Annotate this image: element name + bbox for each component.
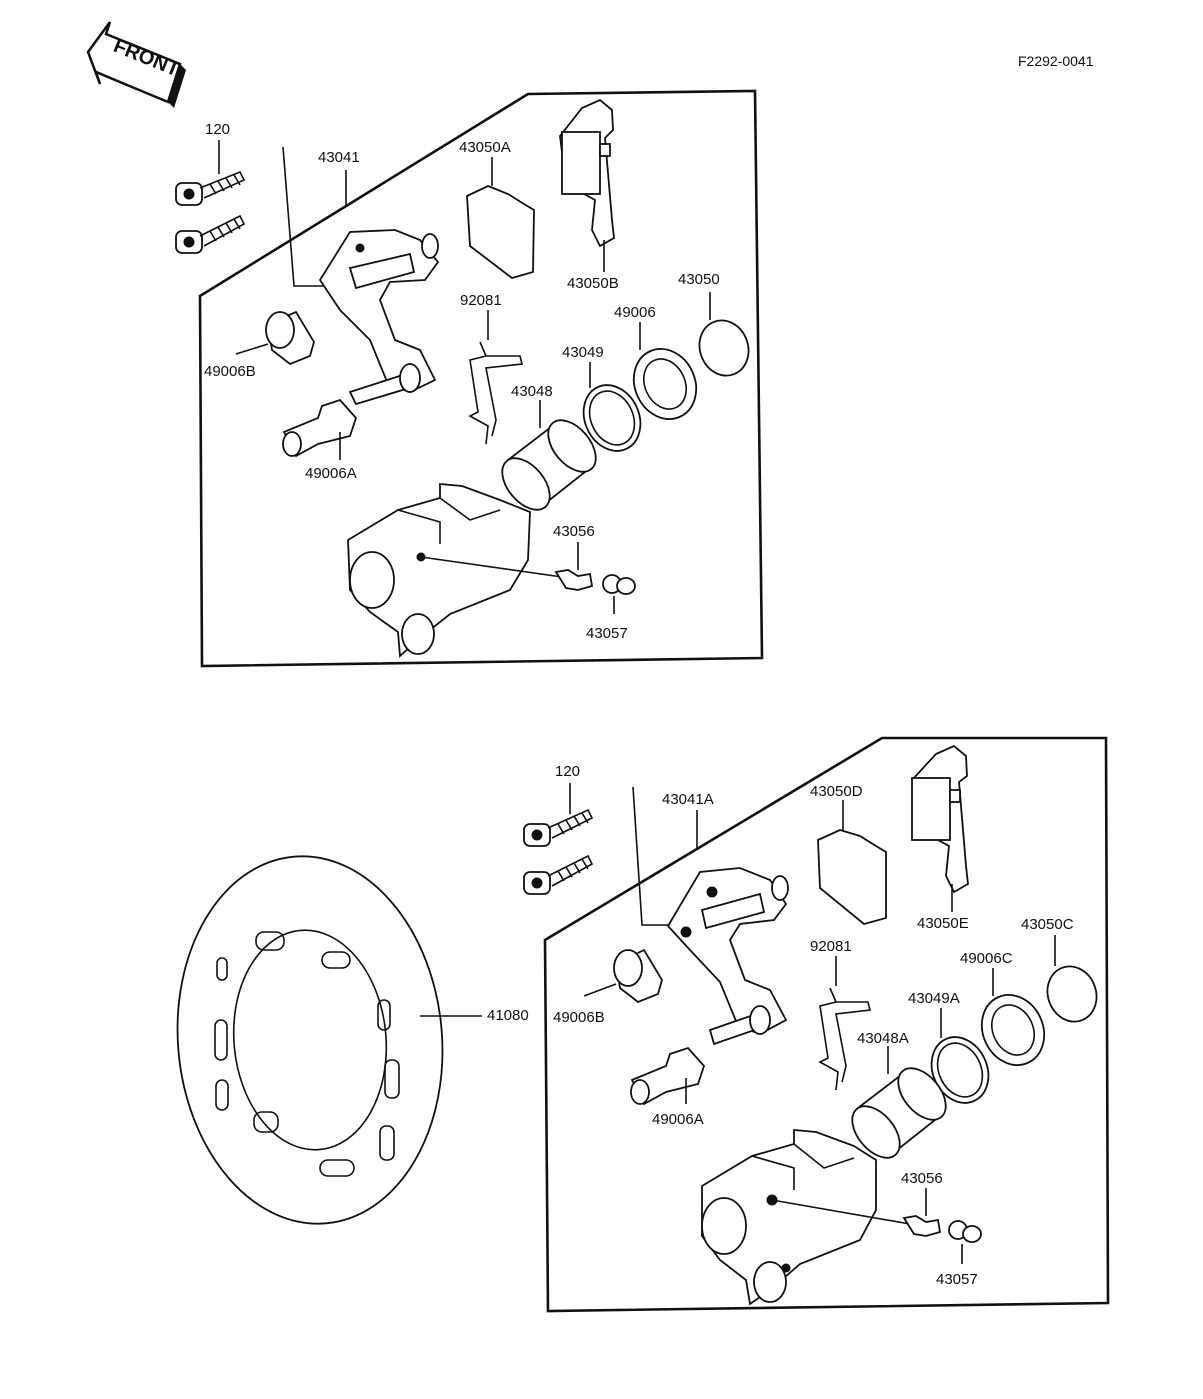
upper-assembly: 120 43041 43050A 43050B: [175, 89, 764, 668]
label-120-upper: 120: [205, 121, 230, 138]
label-43057-lower: 43057: [936, 1271, 978, 1288]
caliper-body-upper-part: [347, 483, 531, 658]
label-43056-upper: 43056: [553, 523, 595, 540]
label-120-lower: 120: [555, 763, 580, 780]
label-92081-lower: 92081: [810, 938, 852, 955]
pad-43050e-part: [911, 744, 969, 912]
dust-seal-49006c-part: [980, 968, 1046, 1066]
label-43056-lower: 43056: [901, 1170, 943, 1187]
pad-43050b-part: [559, 98, 615, 272]
label-43050c: 43050C: [1021, 916, 1074, 933]
label-43049: 43049: [562, 344, 604, 361]
seal-43050-part: [698, 292, 750, 377]
label-43050d: 43050D: [810, 783, 863, 800]
bolt-120-part: [175, 140, 246, 254]
cap-43057-part: [602, 574, 636, 614]
label-49006b-upper: 49006B: [204, 363, 256, 380]
bleed-valve-43056-part: [420, 542, 594, 591]
caliper-holder-43041-part: [318, 170, 440, 406]
pad-43050d-part: [817, 800, 887, 925]
label-49006c: 49006C: [960, 950, 1013, 967]
label-49006: 49006: [614, 304, 656, 321]
boot-49006a-part: [282, 398, 358, 460]
lower-outline-box: [543, 736, 1110, 1313]
piston-seal-43049a-part: [930, 1008, 990, 1104]
label-92081-upper: 92081: [460, 292, 502, 309]
boot-49006a-lower-part: [630, 1046, 706, 1106]
piston-43048-part: [501, 400, 597, 511]
seal-43050c-part: [1046, 935, 1098, 1023]
label-41080: 41080: [487, 1007, 529, 1024]
label-43041: 43041: [318, 149, 360, 166]
pad-43050a-part: [466, 157, 535, 279]
diagram-code: F2292-0041: [1018, 53, 1094, 69]
piston-seal-43049-part: [582, 362, 642, 452]
label-43048a: 43048A: [857, 1030, 909, 1047]
boot-49006b-lower-part: [583, 948, 663, 1004]
label-43050e: 43050E: [917, 915, 969, 932]
label-43050: 43050: [678, 271, 720, 288]
brake-disc-41080-part: [176, 855, 482, 1225]
label-49006a-lower: 49006A: [652, 1111, 704, 1128]
dust-seal-49006-part: [632, 322, 698, 420]
bolt-120-lower-part: [523, 783, 594, 895]
front-arrow-icon: FRONT: [86, 21, 186, 108]
pad-spring-92081-part: [468, 310, 523, 445]
lower-assembly: 41080 120 43041A 4305: [176, 736, 1110, 1313]
caliper-holder-43041a-part: [666, 810, 789, 1046]
label-43041a: 43041A: [662, 791, 714, 808]
label-43048: 43048: [511, 383, 553, 400]
piston-43048a-part: [851, 1046, 947, 1159]
cap-43057-lower-part: [948, 1220, 982, 1264]
label-49006b-lower: 49006B: [553, 1009, 605, 1026]
boot-49006b-part: [235, 310, 315, 366]
pad-spring-92081-lower-part: [818, 956, 871, 1091]
caliper-body-lower-part: [701, 1129, 877, 1306]
label-43050b: 43050B: [567, 275, 619, 292]
label-43050a: 43050A: [459, 139, 511, 156]
upper-outline-box: [198, 89, 764, 668]
label-43057-upper: 43057: [586, 625, 628, 642]
label-43049a: 43049A: [908, 990, 960, 1007]
label-49006a-upper: 49006A: [305, 465, 357, 482]
bleed-valve-43056-lower-part: [771, 1188, 942, 1237]
